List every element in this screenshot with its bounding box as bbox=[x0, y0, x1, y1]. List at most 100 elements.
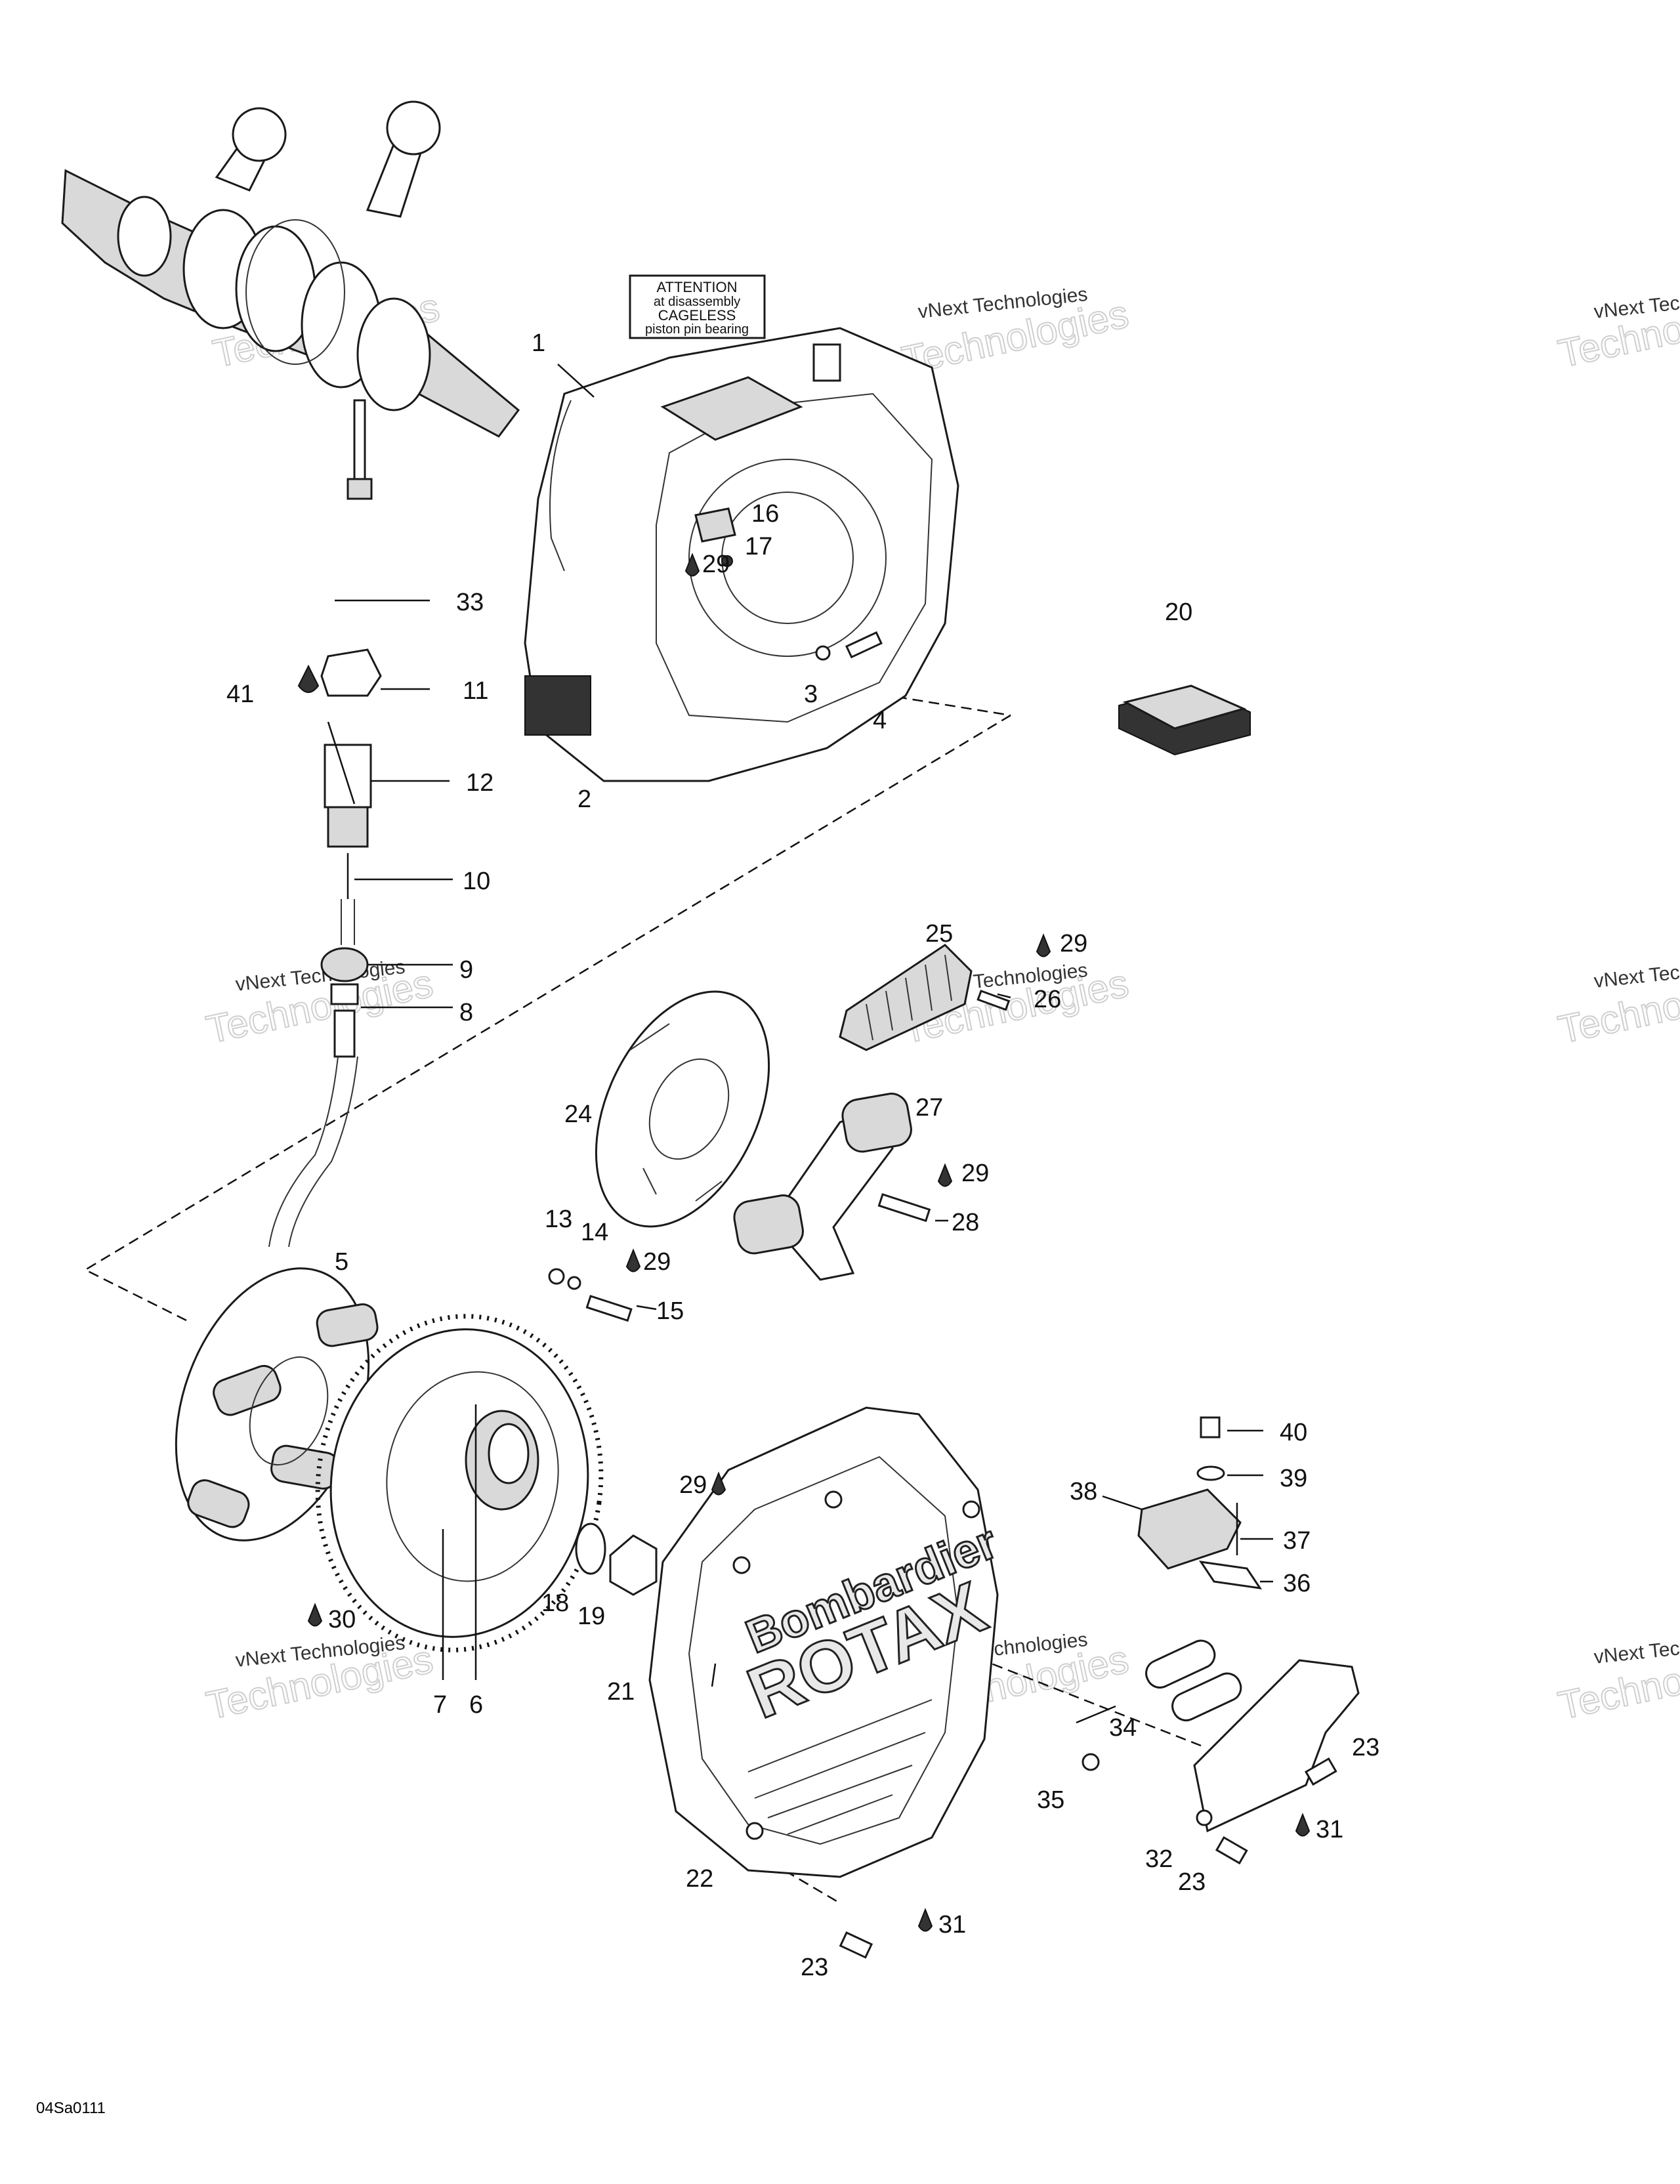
part-13-washer bbox=[548, 1268, 565, 1285]
callout-16: 16 bbox=[751, 500, 779, 528]
callout-18: 18 bbox=[541, 1589, 569, 1617]
part-34-sleeve bbox=[1171, 1672, 1242, 1721]
washer-3 bbox=[815, 645, 831, 661]
callout-9: 9 bbox=[459, 956, 473, 984]
callout-10: 10 bbox=[463, 868, 490, 895]
warning-label-line1: ATTENTION bbox=[656, 279, 737, 295]
part-30-drop-icon bbox=[307, 1603, 323, 1627]
warning-label-line3: CAGELESS bbox=[658, 307, 736, 324]
leader-38 bbox=[1102, 1495, 1143, 1511]
rod-small-end bbox=[232, 107, 287, 162]
callout-21: 21 bbox=[607, 1678, 635, 1706]
part-28-screw bbox=[877, 1193, 931, 1223]
stator-center bbox=[249, 1356, 329, 1466]
part-33-pin bbox=[353, 399, 366, 487]
callout-24: 24 bbox=[564, 1101, 592, 1128]
warning-label: ATTENTION at disassembly CAGELESS piston… bbox=[629, 274, 766, 339]
callout-29: 29 bbox=[702, 551, 730, 578]
part-29-drop-icon bbox=[937, 1163, 953, 1187]
part-35-washer bbox=[1082, 1753, 1100, 1771]
plate-ribs bbox=[629, 1023, 723, 1202]
leader-41 bbox=[327, 721, 356, 805]
cover-bolt-hole bbox=[746, 1822, 764, 1840]
callout-23: 23 bbox=[1352, 1734, 1379, 1761]
callout-31: 31 bbox=[1316, 1816, 1343, 1843]
leader-34 bbox=[1076, 1705, 1116, 1724]
leader-26 bbox=[997, 993, 1011, 999]
coil-windings bbox=[866, 954, 952, 1041]
crankshaft bbox=[61, 100, 520, 438]
part-41-drop-icon bbox=[297, 664, 320, 693]
part-33-head bbox=[346, 478, 373, 500]
leader-1 bbox=[557, 364, 595, 398]
coil-lower bbox=[733, 1194, 804, 1255]
stator-coil bbox=[187, 1479, 250, 1528]
part-23-bolt bbox=[1215, 1836, 1248, 1865]
warning-label-line2: at disassembly bbox=[654, 295, 740, 309]
coil-body bbox=[839, 944, 973, 1051]
callout-35: 35 bbox=[1037, 1786, 1064, 1814]
stator bbox=[175, 1267, 379, 1542]
part-26-screw bbox=[976, 990, 1011, 1011]
cover-body bbox=[648, 1406, 999, 1878]
part-12-connector bbox=[324, 744, 372, 808]
callout-29: 29 bbox=[961, 1160, 989, 1187]
part-14-lockwasher bbox=[567, 1276, 581, 1290]
callout-38: 38 bbox=[1070, 1478, 1097, 1505]
part-39-washer bbox=[1196, 1465, 1225, 1481]
callout-27: 27 bbox=[915, 1094, 943, 1122]
callout-14: 14 bbox=[581, 1219, 608, 1246]
callout-31: 31 bbox=[938, 1911, 966, 1939]
cable bbox=[341, 899, 355, 945]
callout-39: 39 bbox=[1280, 1465, 1307, 1492]
callout-32: 32 bbox=[1145, 1845, 1173, 1873]
rod-small-end bbox=[386, 100, 441, 156]
callout-19: 19 bbox=[578, 1603, 605, 1630]
part-25-coil bbox=[839, 933, 1051, 1051]
flywheel-bore bbox=[488, 1423, 530, 1484]
housing-top-boss bbox=[660, 376, 803, 441]
cover-inner bbox=[688, 1456, 959, 1845]
bracket-plate bbox=[1193, 1659, 1360, 1833]
housing-screw bbox=[721, 555, 733, 567]
callout-20: 20 bbox=[1165, 598, 1192, 626]
callout-26: 26 bbox=[1034, 986, 1061, 1013]
housing-flange bbox=[524, 675, 591, 736]
housing-bore bbox=[688, 459, 887, 657]
cover-bolt-hole bbox=[824, 1490, 843, 1509]
callout-5: 5 bbox=[335, 1248, 348, 1276]
flywheel-fasteners bbox=[548, 1268, 658, 1596]
leader-lines bbox=[327, 364, 1273, 1724]
bracket-assembly bbox=[839, 1416, 1360, 1959]
cover-fins bbox=[747, 1699, 933, 1835]
part-36-plate bbox=[1198, 1561, 1263, 1589]
callout-22: 22 bbox=[686, 1865, 713, 1893]
callout-3: 3 bbox=[804, 681, 818, 708]
callout-36: 36 bbox=[1283, 1570, 1311, 1597]
callout-1: 1 bbox=[532, 329, 545, 357]
housing-body bbox=[524, 327, 959, 782]
part-38-holder bbox=[1137, 1488, 1242, 1570]
warning-label-line4: piston pin bearing bbox=[645, 322, 749, 337]
flywheel-face bbox=[386, 1371, 559, 1582]
sealant-drop-icon bbox=[684, 553, 700, 577]
leader-15 bbox=[636, 1305, 657, 1311]
callout-34: 34 bbox=[1109, 1714, 1137, 1742]
timing-plate bbox=[694, 507, 736, 543]
housing-seal bbox=[549, 400, 572, 572]
callout-8: 8 bbox=[459, 999, 473, 1026]
callout-7: 7 bbox=[433, 1691, 447, 1719]
callout-41: 41 bbox=[226, 681, 254, 708]
part-40-screw bbox=[1200, 1416, 1221, 1438]
part-24-plate bbox=[595, 990, 770, 1228]
part-23-bolt bbox=[1304, 1757, 1337, 1786]
cover-bolt-hole bbox=[962, 1500, 980, 1519]
callout-11: 11 bbox=[463, 677, 488, 705]
screw-4 bbox=[845, 631, 883, 659]
cover-bolt-hole bbox=[732, 1556, 751, 1574]
callout-23: 23 bbox=[1178, 1868, 1206, 1896]
assembly-line-cover-to-stator bbox=[83, 714, 1011, 1324]
bearing-outline bbox=[245, 219, 345, 365]
callout-28: 28 bbox=[952, 1209, 979, 1236]
